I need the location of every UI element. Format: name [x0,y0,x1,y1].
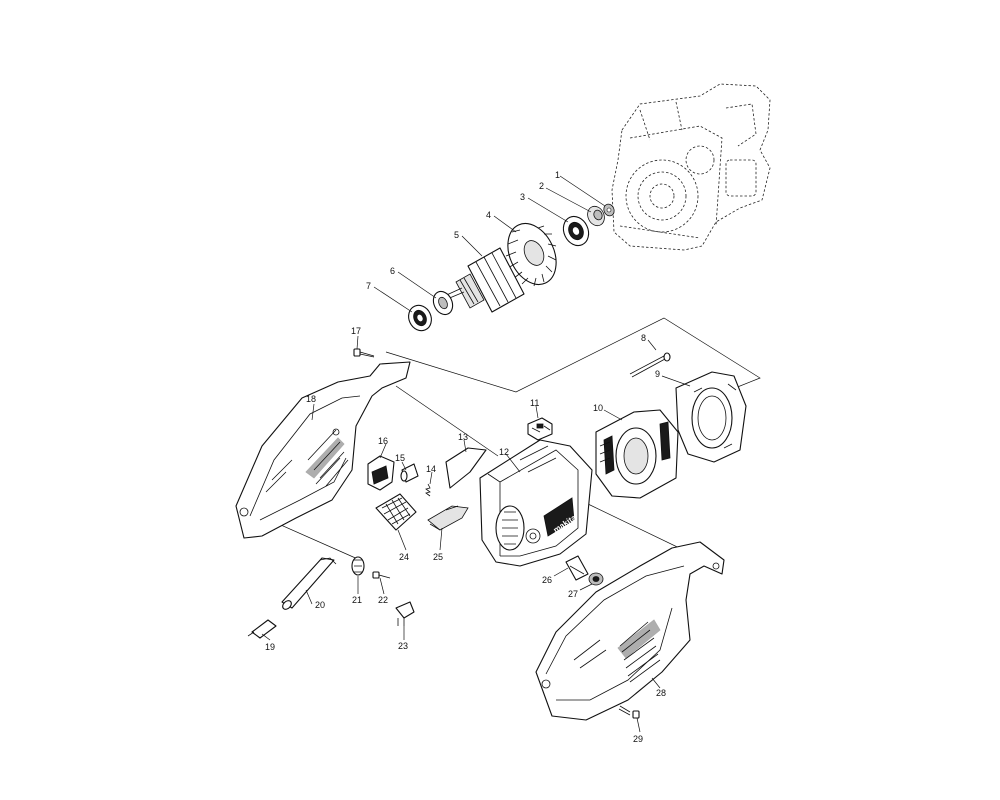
label-part-2: 2 [539,181,544,191]
part-8-long-screw [629,352,671,378]
part-3-ball-bearing [562,215,590,247]
label-part-13: 13 [458,432,468,442]
label-part-22: 22 [378,595,388,605]
part-10-field [595,409,679,499]
callout-leaders [261,175,691,733]
ghost-gear-housing [611,83,771,251]
part-29-screw [618,705,640,719]
label-part-19: 19 [265,642,275,652]
part-20-cord-guard [281,557,337,610]
label-part-4: 4 [486,210,491,220]
label-part-3: 3 [520,192,525,202]
label-part-12: 12 [499,447,509,457]
part-13-insulation-sheet [445,447,487,489]
label-part-15: 15 [395,453,405,463]
part-9-baffle-plate [675,371,747,463]
label-part-7: 7 [366,281,371,291]
part-15-lock-button [400,463,419,483]
part-26-screw [565,555,589,581]
part-23-connector [395,601,415,626]
label-part-29: 29 [633,734,643,744]
part-19-cord [247,619,277,639]
label-part-16: 16 [378,436,388,446]
label-part-25: 25 [433,552,443,562]
label-part-10: 10 [593,403,603,413]
part-27-cap [588,572,604,586]
part-4-fan [505,222,557,287]
part-12-motor-housing: makita [479,439,593,567]
part-11-terminal [527,417,553,441]
label-part-24: 24 [399,552,409,562]
label-part-18: 18 [306,394,316,404]
part-18-housing-left [235,361,411,539]
part-17-screw [353,348,375,358]
label-part-20: 20 [315,600,325,610]
part-24-switch-cover [375,493,417,531]
part-22-screw [372,571,391,579]
label-part-17: 17 [351,326,361,336]
label-part-21: 21 [352,595,362,605]
label-part-1: 1 [555,170,560,180]
label-part-5: 5 [454,230,459,240]
part-16-switch [367,455,395,491]
part-6-insulation-washer [432,290,454,316]
part-7-ball-bearing [408,304,432,332]
callout-labels: 1 2 3 4 5 6 7 8 9 10 11 12 13 14 15 16 1… [265,170,666,744]
label-part-9: 9 [655,369,660,379]
part-14-spring [425,483,431,497]
label-part-14: 14 [426,464,436,474]
label-part-8: 8 [641,333,646,343]
part-28-housing-right [535,541,725,721]
armature-assembly [408,203,615,332]
label-part-23: 23 [398,641,408,651]
part-2-pinion [587,205,605,227]
label-part-26: 26 [542,575,552,585]
part-21-strain-relief [351,556,365,576]
label-part-11: 11 [530,398,539,408]
label-part-28: 28 [656,688,666,698]
part-1-nut [603,203,615,217]
label-part-27: 27 [568,589,578,599]
part-25-trigger [427,505,469,531]
label-part-6: 6 [390,266,395,276]
